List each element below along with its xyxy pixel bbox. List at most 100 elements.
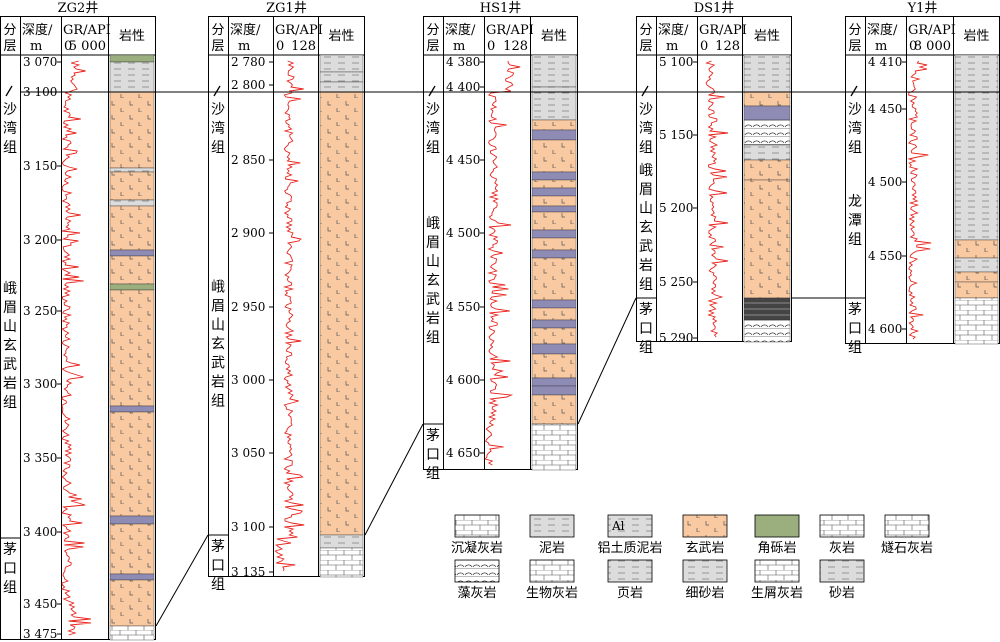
- depth-tick-label: 2 900: [231, 226, 265, 240]
- formation-label-char: 龙: [848, 194, 862, 210]
- formation-label-char: 茅: [211, 539, 225, 555]
- boundary-slash: [428, 85, 436, 97]
- lithology-tuff: [531, 187, 577, 197]
- depth-tick-label: 2 950: [231, 300, 265, 314]
- formation-label-char: 茅: [426, 428, 440, 444]
- depth-tick-label: 3 475: [23, 627, 57, 641]
- lithology-basalt: [109, 289, 155, 407]
- formation-label-char: 沙: [848, 102, 862, 118]
- formation-label-char: 武: [211, 356, 225, 372]
- formation-label-char: 玄: [426, 272, 440, 289]
- depth-tick-label: 3 350: [23, 451, 57, 465]
- formation-label-char: 沙: [639, 102, 653, 118]
- gr-scale-min: 0: [487, 39, 495, 54]
- legend-swatch-algal-limestone: [454, 559, 500, 583]
- header-lithology: 岩性: [963, 29, 989, 44]
- header-layer: 层: [3, 39, 16, 54]
- legend-label: 泥岩: [539, 541, 565, 556]
- depth-tick-label: 3 250: [23, 304, 57, 318]
- lithology-basalt: [109, 523, 155, 575]
- legend-label: 玄武岩: [685, 541, 724, 556]
- formation-label-char: 武: [639, 239, 653, 255]
- lithology-tuff: [109, 515, 155, 525]
- depth-tick-label: 3 300: [23, 377, 57, 391]
- formation-label-char: 山: [3, 319, 17, 335]
- formation-label-char: 岩: [211, 375, 225, 391]
- lithology-lime: [531, 423, 577, 471]
- header-depth: 深度/: [445, 22, 476, 38]
- depth-tick-label: 2 780: [231, 55, 265, 69]
- header-layer: 分: [211, 23, 224, 38]
- legend-swatch-bioclast-limestone2: [754, 559, 800, 583]
- gr-scale-min: 0: [909, 39, 917, 54]
- formation-label-char: 组: [426, 466, 440, 482]
- formation-label-char: 岩: [639, 258, 653, 274]
- lithology-lime: [954, 297, 999, 345]
- gr-scale-max: 5 000: [69, 39, 106, 54]
- header-gr: GR/API: [699, 23, 747, 38]
- depth-tick-label: 4 450: [446, 153, 480, 167]
- legend-label: 沉凝灰岩: [451, 540, 503, 556]
- depth-tick-label: 4 550: [446, 300, 480, 314]
- formation-label-char: 眉: [3, 300, 17, 316]
- header-depth: m: [875, 39, 887, 54]
- formation-label-char: 组: [639, 340, 653, 356]
- header-lithology: 岩性: [328, 29, 354, 44]
- formation-label-char: 组: [211, 140, 225, 156]
- formation-label-char: 口: [639, 321, 653, 337]
- well-frame: [0, 16, 156, 640]
- depth-tick-label: 3 135: [231, 565, 265, 579]
- formation-label-char: 玄: [3, 337, 17, 354]
- header-depth: 深度/: [230, 22, 261, 38]
- depth-tick-label: 5 250: [659, 275, 693, 289]
- legend-label: 藻灰岩: [457, 586, 496, 601]
- header-layer: 层: [211, 39, 224, 54]
- legend-swatch-siltstone: [682, 559, 728, 583]
- boundary-slash: [213, 85, 221, 97]
- lithology-basalt: [531, 195, 577, 207]
- lithology-basalt: [109, 91, 155, 169]
- lithology-mud: [319, 81, 364, 93]
- header-layer: 层: [848, 39, 861, 54]
- header-layer: 层: [426, 39, 439, 54]
- depth-tick-label: 3 000: [231, 373, 265, 387]
- well-title: ZG2井: [58, 1, 99, 16]
- gr-scale-min: 0: [276, 39, 284, 54]
- gr-log-curve: [274, 60, 305, 572]
- lithology-basalt: [531, 257, 577, 301]
- legend-swatch-tuff-limestone: [454, 514, 500, 538]
- lithology-basalt: [954, 271, 999, 283]
- formation-label-char: 山: [426, 254, 440, 270]
- lithology-basalt: [531, 211, 577, 231]
- lithology-tuff: [109, 249, 155, 257]
- lithology-mud: [109, 199, 155, 207]
- legend-label: 页岩: [617, 586, 643, 601]
- depth-tick-label: 4 600: [868, 322, 902, 336]
- header-lithology: 岩性: [754, 29, 780, 44]
- gr-log-curve: [907, 60, 932, 340]
- lithology-mud: [531, 91, 577, 121]
- header-depth: m: [238, 39, 250, 54]
- header-gr: GR/API: [275, 23, 323, 38]
- header-gr: GR/API: [486, 23, 534, 38]
- lithology-basalt: [743, 179, 791, 299]
- header-layer: 分: [3, 23, 16, 38]
- lithology-tuff: [109, 405, 155, 413]
- legend-label: 生屑灰岩: [751, 586, 803, 601]
- lithology-basalt: [109, 579, 155, 627]
- well-frame: [636, 16, 792, 342]
- lithology-mud: [743, 54, 791, 93]
- lithology-basalt: [954, 239, 999, 259]
- formation-label-char: 口: [848, 321, 862, 337]
- correlation-line-base: [155, 534, 209, 627]
- boundary-slash: [641, 85, 649, 97]
- lithology-mud: [109, 167, 155, 173]
- gr-scale-min: 0: [700, 39, 708, 54]
- lithology-basalt: [531, 179, 577, 189]
- lithology-mud: [109, 61, 155, 93]
- header-layer: 层: [639, 39, 652, 54]
- lithology-mud: [954, 54, 999, 93]
- formation-label-char: 岩: [3, 376, 17, 392]
- lithology-basalt: [531, 237, 577, 251]
